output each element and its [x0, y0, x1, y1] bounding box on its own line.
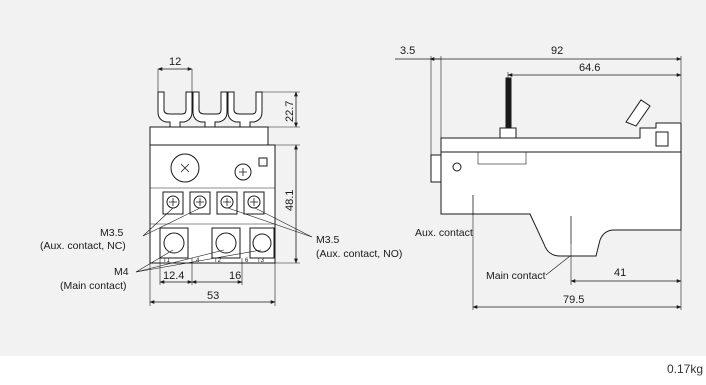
- label-main-contact: Main contact: [486, 270, 546, 282]
- fork-terminals: [157, 91, 263, 129]
- weight-label: 0.17kg: [667, 362, 704, 376]
- aux-terminal-screws: [162, 191, 265, 215]
- dimension-drawing: T1 4 T2 6 T3 12 22.7 48.1 12.4 16: [40, 45, 682, 310]
- dim-body-height: 48.1: [284, 190, 296, 211]
- main-terminal-screws: T1 4 T2 6 T3: [159, 227, 275, 264]
- label-aux-nc-desc: (Aux. contact, NC): [40, 240, 126, 252]
- dim-offset: 3.5: [400, 45, 415, 57]
- front-view: T1 4 T2 6 T3 12 22.7 48.1 12.4 16: [40, 56, 402, 306]
- side-view: 3.5 92 64.6 41 79.5 Aux. contact Main co…: [395, 45, 682, 310]
- svg-text:T3: T3: [257, 258, 265, 264]
- dim-terminal-height: 22.7: [284, 101, 296, 122]
- dim-base-depth: 79.5: [563, 294, 584, 306]
- svg-text:T2: T2: [214, 258, 222, 264]
- side-upper-body: [440, 122, 682, 153]
- label-main-desc: (Main contact): [60, 280, 127, 292]
- label-aux-contact: Aux. contact: [415, 227, 473, 239]
- label-main-size: M4: [114, 266, 129, 278]
- label-aux-nc-size: M3.5: [100, 227, 124, 239]
- dim-terminal-pitch: 12: [169, 56, 181, 68]
- dim-depth-inner: 64.6: [579, 62, 600, 74]
- label-aux-no-size: M3.5: [316, 234, 340, 246]
- label-aux-no-desc: (Aux. contact, NO): [316, 248, 402, 260]
- svg-text:T1: T1: [163, 258, 171, 264]
- svg-text:6: 6: [245, 258, 249, 264]
- reset-rod: [505, 77, 512, 129]
- dim-main-pitch-left: 12.4: [163, 270, 184, 282]
- dim-main-pitch: 16: [229, 270, 241, 282]
- dim-depth: 92: [551, 45, 563, 57]
- dim-bottom: 41: [614, 267, 626, 279]
- dim-width: 53: [207, 290, 219, 302]
- top-housing: [149, 126, 269, 146]
- side-lower-body: [440, 151, 682, 257]
